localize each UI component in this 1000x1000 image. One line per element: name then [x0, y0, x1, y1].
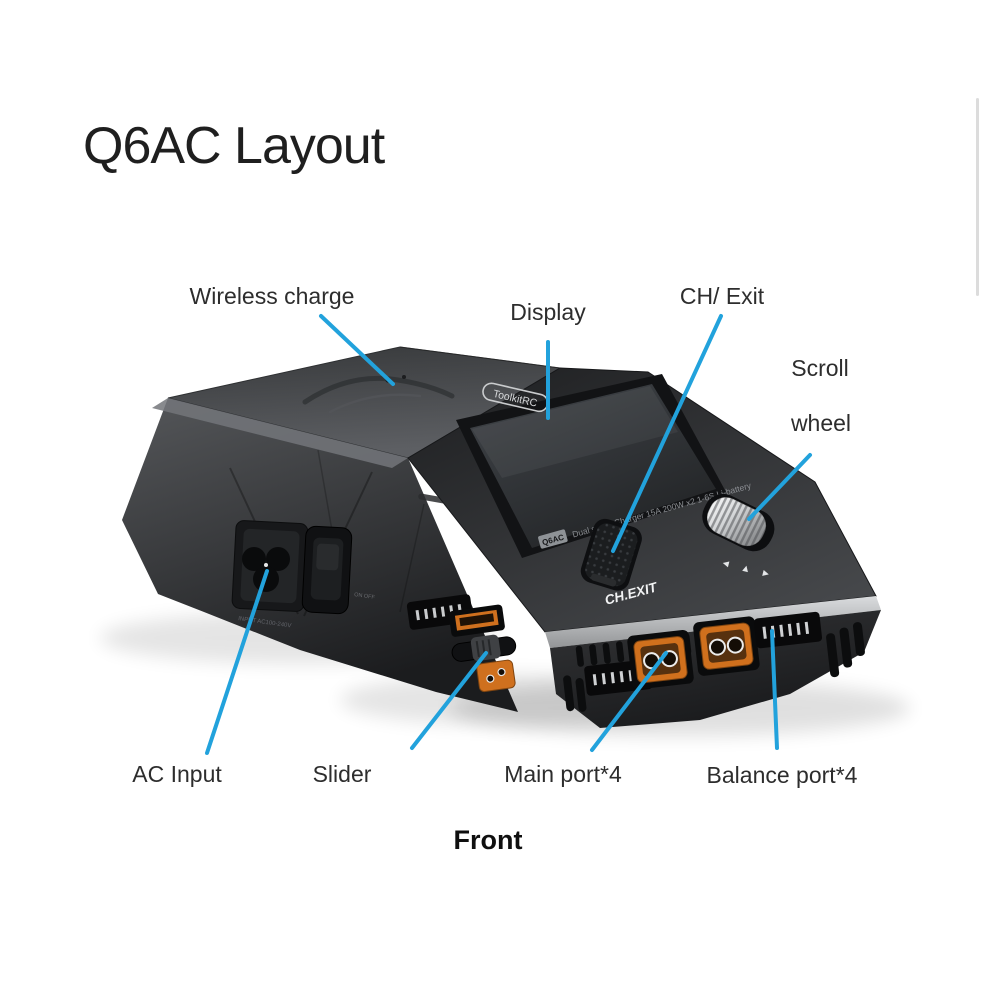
top-face — [152, 346, 562, 468]
annotation-slider: Slider — [312, 761, 372, 787]
scroll-wheel — [702, 493, 775, 552]
display-face: ToolkitRC Q6AC Dual smart Charger 15A 20… — [407, 367, 877, 633]
figure-title: Q6AC Layout — [83, 117, 385, 175]
leader-slider — [410, 651, 488, 750]
model-badge — [538, 529, 568, 549]
annotation-main-port: Main port*4 — [504, 761, 622, 787]
leader-ac-input — [205, 569, 269, 755]
side-ports — [406, 594, 517, 693]
power-switch — [301, 525, 353, 615]
display-screen — [470, 384, 716, 548]
usb-port — [448, 604, 505, 637]
leader-balance-port — [770, 629, 779, 750]
annotation-wireless-charge: Wireless charge — [189, 283, 355, 309]
annotation-display: Display — [510, 299, 586, 325]
ac-input-area: INPUT AC100-240V ON OFF — [231, 520, 376, 629]
leader-ch-exit — [611, 314, 723, 553]
annotation-ch-exit: CH/ Exit — [679, 283, 765, 309]
ac-socket — [242, 547, 290, 592]
annotation-scroll-wheel-line1: Scroll — [791, 355, 849, 381]
annotation-scroll-wheel-line2: wheel — [790, 410, 852, 436]
leader-lines — [205, 314, 812, 755]
leader-main-port — [590, 651, 668, 752]
view-label-front: Front — [453, 825, 523, 855]
leader-scroll-wheel — [747, 453, 812, 521]
scrollbar-thumb[interactable] — [976, 98, 979, 296]
ch-exit-button — [580, 518, 642, 591]
switch-label: ON OFF — [354, 592, 376, 601]
xt30-port — [476, 659, 516, 693]
leader-wireless-charge — [319, 314, 395, 386]
annotation-balance-port: Balance port*4 — [706, 762, 858, 788]
front-bevel — [152, 398, 408, 468]
annotation-ac-input: AC Input — [132, 761, 222, 787]
